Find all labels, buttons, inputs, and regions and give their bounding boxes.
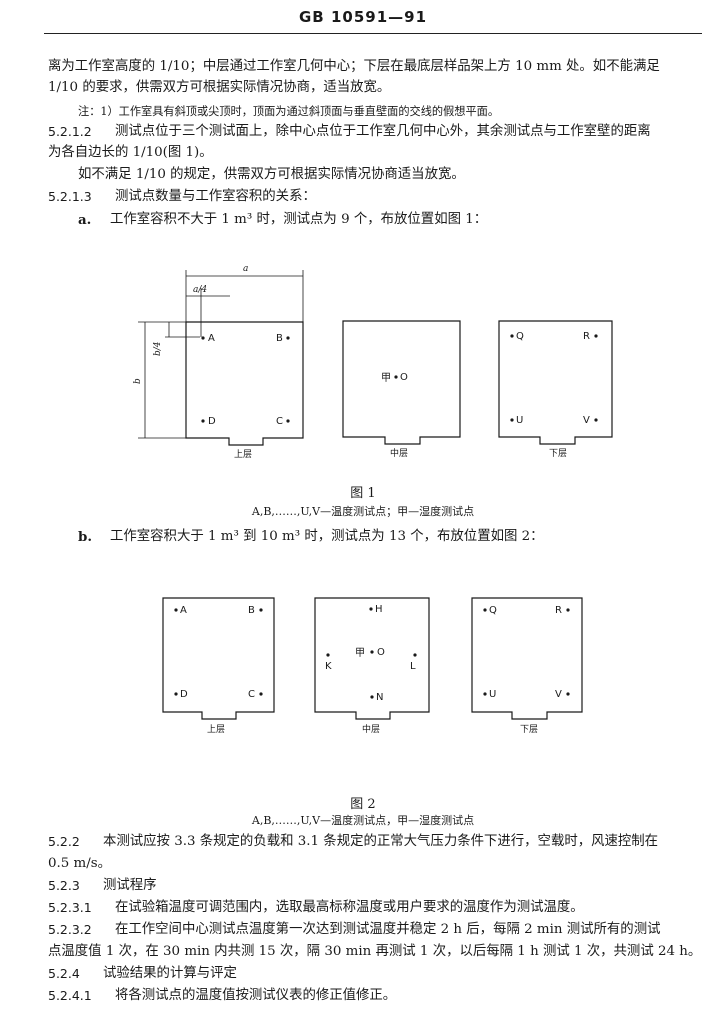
fig2-point: D <box>180 689 188 700</box>
fig1-upper-points: A B D C <box>201 333 290 427</box>
fig2-point: Q <box>489 605 497 616</box>
fig1-dimension-lines <box>138 270 304 439</box>
fig1-level-upper: 上层 <box>234 449 252 460</box>
figure-2-caption: 图 2 <box>350 797 376 812</box>
paragraph-line: 在试验箱温度可调范围内，选取最高标称温度或用户要求的温度作为测试温度。 <box>115 900 584 915</box>
fig2-center-point: O <box>377 647 385 658</box>
fig1-dim-b4: b/4 <box>153 341 163 356</box>
item-label: b. <box>78 529 93 545</box>
item-text: 工作室容积大于 1 m³ 到 10 m³ 时，测试点为 13 个，布放位置如图 … <box>110 529 544 544</box>
fig1-point: C <box>276 416 283 427</box>
fig1-point: B <box>276 333 283 344</box>
fig1-humidity-label: 甲 <box>381 373 391 384</box>
figure-1-legend: A,B,……,U,V—温度测试点；甲—湿度测试点 <box>251 505 475 518</box>
paragraph-line: 点温度值 1 次，在 30 min 内共测 15 次，隔 30 min 再测试 … <box>48 944 702 959</box>
fig2-point: A <box>180 605 187 616</box>
fig1-level-lower: 下层 <box>549 448 567 459</box>
fig1-lower-points: Q R U V <box>510 331 598 426</box>
fig2-point: U <box>489 689 496 700</box>
fig1-point: Q <box>516 331 524 342</box>
fig2-point: N <box>376 692 383 703</box>
fig2-humidity-label: 甲 <box>355 648 365 659</box>
fig1-point: A <box>208 333 215 344</box>
fig2-point: C <box>248 689 255 700</box>
section-number: 5.2.4 <box>48 966 80 981</box>
paragraph-line: 将各测试点的温度值按测试仪表的修正值修正。 <box>115 988 397 1003</box>
fig1-dim-b: b <box>133 378 143 384</box>
fig2-point: K <box>325 661 332 672</box>
paragraph-line: 本测试应按 3.3 条规定的负载和 3.1 条规定的正常大气压力条件下进行，空载… <box>103 834 659 849</box>
footnote: 注：1）工作室具有斜顶或尖顶时，顶面为通过斜顶面与垂直壁面的交线的假想平面。 <box>78 105 500 118</box>
figure-1-caption: 图 1 <box>350 486 376 501</box>
section-number: 5.2.3.1 <box>48 900 92 915</box>
fig2-point: V <box>555 689 562 700</box>
section-heading: 试验结果的计算与评定 <box>103 966 237 981</box>
item-label: a. <box>78 212 92 228</box>
fig2-level-lower: 下层 <box>520 724 538 735</box>
fig1-point: R <box>583 331 590 342</box>
fig1-level-middle: 中层 <box>390 447 408 459</box>
fig1-upper-box <box>185 321 304 446</box>
fig1-center-point: O <box>400 372 408 383</box>
fig2-level-middle: 中层 <box>362 723 380 735</box>
section-heading: 测试程序 <box>103 878 157 893</box>
fig1-lower-box <box>498 320 613 445</box>
fig2-point: R <box>555 605 562 616</box>
paragraph-line: 在工作空间中心测试点温度第一次达到测试温度并稳定 2 h 后，每隔 2 min … <box>115 922 661 937</box>
paragraph-line: 测试点位于三个测试面上，除中心点位于工作室几何中心外，其余测试点与工作室壁的距离 <box>115 124 651 139</box>
paragraph-line: 为各自边长的 1/10(图 1)。 <box>48 145 213 160</box>
paragraph-line: 0.5 m/s。 <box>48 856 112 871</box>
figure-2-legend: A,B,……,U,V—温度测试点，甲—湿度测试点 <box>251 814 475 827</box>
paragraph-line: 离为工作室高度的 1/10；中层通过工作室几何中心；下层在最底层样品架上方 10… <box>48 59 660 74</box>
fig1-dim-a4: a/4 <box>193 285 207 295</box>
fig2-lower-points: Q R U V <box>483 605 570 700</box>
fig1-middle-box <box>342 320 461 445</box>
fig2-upper-box <box>162 597 275 720</box>
paragraph-line: 1/10 的要求，供需双方可根据实际情况协商，适当放宽。 <box>48 80 391 95</box>
fig2-middle-box <box>314 597 430 720</box>
header-rule <box>44 33 702 34</box>
section-number: 5.2.2 <box>48 834 80 849</box>
fig2-point: B <box>248 605 255 616</box>
fig2-lower-box <box>471 597 583 720</box>
section-number: 5.2.3 <box>48 878 80 893</box>
fig1-point: U <box>516 415 523 426</box>
section-heading: 测试点数量与工作室容积的关系： <box>115 189 316 204</box>
section-number: 5.2.4.1 <box>48 988 92 1003</box>
section-number: 5.2.1.2 <box>48 124 92 139</box>
fig1-dim-a: a <box>243 264 248 274</box>
standard-code: GB 10591—91 <box>298 8 428 26</box>
fig2-point: L <box>410 661 416 672</box>
section-number: 5.2.3.2 <box>48 922 92 937</box>
fig2-upper-points: A B D C <box>174 605 263 700</box>
fig2-point: H <box>375 604 383 615</box>
fig2-level-upper: 上层 <box>207 724 225 735</box>
paragraph-line: 如不满足 1/10 的规定，供需双方可根据实际情况协商适当放宽。 <box>78 167 465 182</box>
section-number: 5.2.1.3 <box>48 189 92 204</box>
fig1-point: V <box>583 415 590 426</box>
item-text: 工作室容积不大于 1 m³ 时，测试点为 9 个，布放位置如图 1： <box>110 212 488 227</box>
fig1-point: D <box>208 416 216 427</box>
fig2-middle-points: H K L 甲 O N <box>325 604 417 703</box>
